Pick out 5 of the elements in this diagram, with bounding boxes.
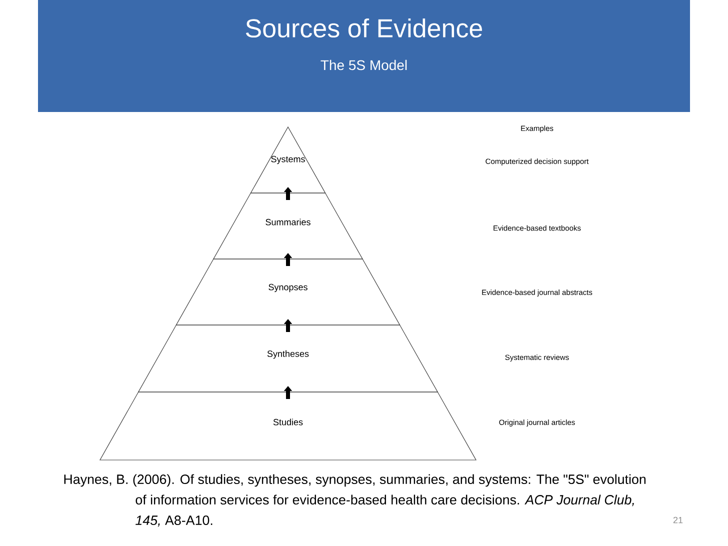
pyramid-level: Studies <box>100 392 477 460</box>
subtitle: The 5S Model <box>320 60 407 70</box>
citation: Haynes, B. (2006). Of studies, syntheses, synopses, summaries, and systems: The "5S" evolution of information services for evidence-based health care decisions. ACP Journal Club, 145, A8-A10. <box>64 474 646 527</box>
page-number: 21 <box>673 516 683 524</box>
pyramid-level: Synopses <box>176 258 400 326</box>
